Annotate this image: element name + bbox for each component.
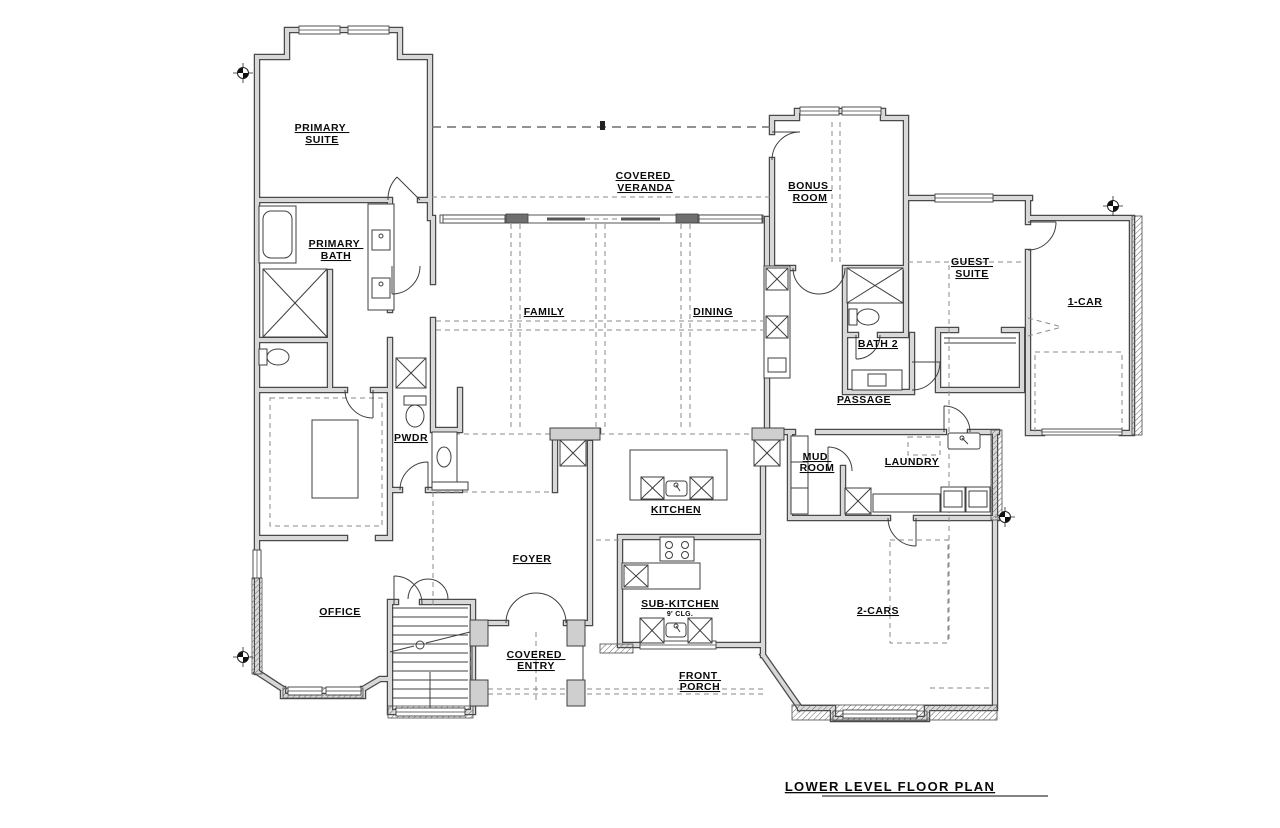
- label-line-2: PORCH: [680, 681, 720, 693]
- stairs: [389, 607, 471, 708]
- label-line-1: PRIMARY: [295, 122, 346, 134]
- room-label-passage: PASSAGE: [837, 394, 891, 406]
- room-label-primary-bath: PRIMARY BATH: [309, 238, 364, 262]
- dryer: [965, 486, 991, 513]
- centerline-markers: [232, 62, 1124, 668]
- toilet: [403, 395, 427, 428]
- label-line-1: COVERED: [507, 649, 562, 661]
- room-label-2-cars: 2-CARS: [857, 605, 899, 617]
- kitchen-island: [629, 449, 728, 501]
- stair-break-line: [389, 645, 415, 653]
- label-line-1: BONUS: [788, 180, 828, 192]
- centerline-marker-icon: [232, 62, 254, 84]
- shower: [846, 267, 904, 304]
- room-label-foyer: FOYER: [513, 553, 552, 565]
- appliance-cabinet: [753, 439, 781, 467]
- label-line-2: VERANDA: [617, 182, 672, 194]
- windows: [252, 25, 1123, 719]
- linen-cabinet: [395, 357, 427, 389]
- room-label-kitchen: KITCHEN: [651, 504, 701, 516]
- room-label-family: FAMILY: [524, 306, 565, 318]
- veranda-wall: [439, 213, 764, 224]
- label-line-1: PRIMARY: [309, 238, 360, 250]
- label-line-1: COVERED: [616, 170, 671, 182]
- room-label-1-car: 1-CAR: [1068, 296, 1103, 308]
- closet-island: [311, 419, 359, 499]
- room-label-dining: DINING: [693, 306, 733, 318]
- room-label-office: OFFICE: [319, 606, 361, 618]
- room-label-laundry: LAUNDRY: [885, 456, 939, 468]
- shower: [262, 268, 328, 338]
- lockers: [790, 435, 809, 515]
- veranda-column: [505, 213, 529, 224]
- room-label-bath-2: BATH 2: [858, 338, 898, 350]
- room-label-pwdr: PWDR: [394, 432, 428, 444]
- room-label-mud-room: MUD ROOM: [800, 451, 835, 474]
- label-line-2: ROOM: [793, 192, 828, 204]
- label-line-1: GUEST: [951, 256, 990, 268]
- centerline-marker-icon: [1102, 195, 1124, 217]
- cabinet: [844, 487, 872, 515]
- label-line-2: ENTRY: [517, 660, 555, 672]
- room-label-bonus-room: BONUS ROOM: [788, 180, 832, 204]
- sink: [665, 480, 688, 497]
- room-label-sub-kitchen-note: 9' CLG.: [667, 611, 693, 618]
- washer: [940, 486, 966, 513]
- centerline-marker-icon: [232, 646, 254, 668]
- room-label-front-porch: FRONT PORCH: [679, 670, 721, 693]
- toilet: [848, 308, 880, 326]
- room-label-sub-kitchen: SUB-KITCHEN: [641, 598, 719, 610]
- counter: [872, 493, 941, 513]
- label-line-2: SUITE: [955, 268, 988, 280]
- dashed-lines: [269, 122, 1123, 700]
- label-line-2: BATH: [321, 250, 351, 262]
- veranda-column: [675, 213, 699, 224]
- label-line-1: FRONT: [679, 670, 718, 682]
- room-label-primary-suite: PRIMARY SUITE: [295, 122, 350, 146]
- appliance-cabinet: [559, 439, 587, 467]
- label-line-2: SUITE: [305, 134, 338, 146]
- room-labels: PRIMARY SUITE PRIMARY BATH COVERED VERAN…: [295, 122, 1103, 797]
- room-label-covered-veranda: COVERED VERANDA: [616, 170, 675, 194]
- centerline-tick-icon: [600, 121, 605, 130]
- toilet: [258, 348, 290, 366]
- range: [659, 536, 695, 562]
- room-label-guest-suite: GUEST SUITE: [951, 256, 993, 280]
- sheet-title: LOWER LEVEL FLOOR PLAN: [785, 779, 995, 794]
- entry-piers: [469, 619, 586, 707]
- label-line-1: MUD: [803, 451, 828, 463]
- label-line-2: ROOM: [800, 462, 835, 474]
- doors: [344, 131, 1057, 624]
- room-label-covered-entry: COVERED ENTRY: [507, 649, 566, 672]
- sub-kitchen-sink-counter: [639, 617, 713, 644]
- dining-cabinets: [763, 265, 791, 379]
- walls: [257, 30, 1132, 719]
- fixtures: [258, 203, 1016, 708]
- laundry-sink: [947, 432, 981, 450]
